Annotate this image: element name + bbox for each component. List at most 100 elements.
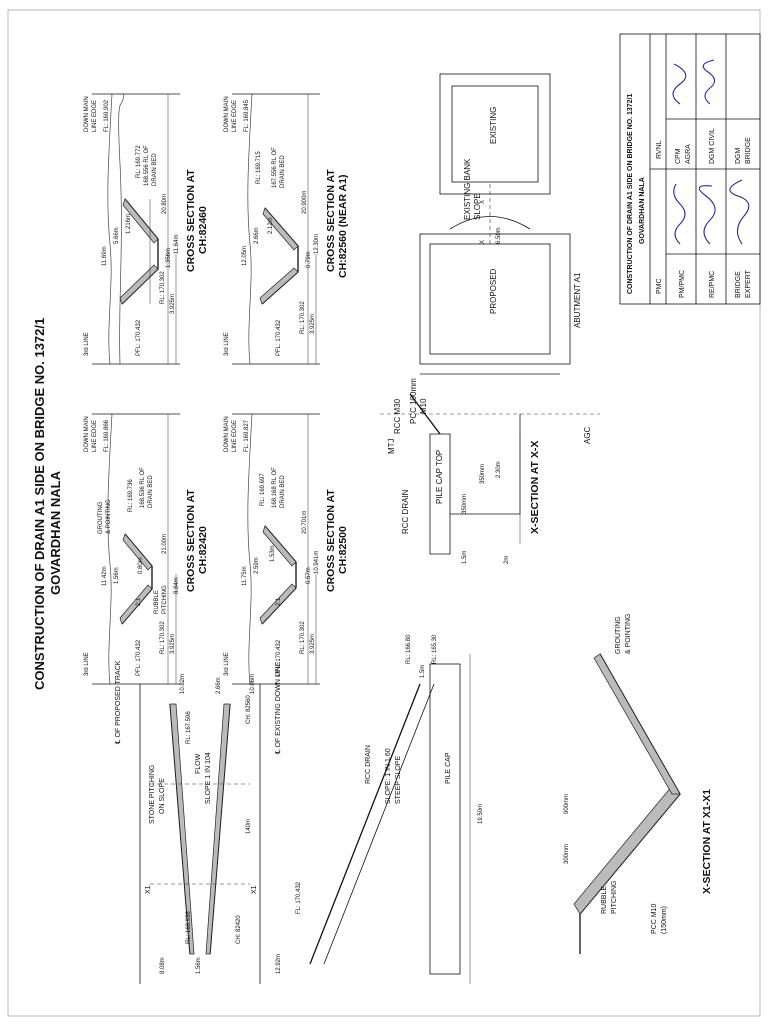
label-line-edge: LINE EDGE: [232, 100, 238, 132]
section-title: X-SECTION AT X-X: [529, 441, 541, 534]
marker-x1-top: X1: [145, 885, 152, 894]
dim-079: 0.79m: [306, 251, 312, 268]
dim-153: 1.53m: [270, 545, 276, 562]
dim-20900: 20.900m: [302, 191, 308, 214]
label-slope: SLOPE: [473, 193, 482, 220]
dim-212: 2.12m: [268, 217, 274, 234]
label-pile-cap-top: PILE CAP TOP: [435, 450, 444, 504]
dim-350b: 350mm: [480, 464, 486, 484]
dim-15: 1.5m: [462, 551, 468, 564]
label-down-main: DOWN MAIN: [84, 96, 90, 132]
label-pointing: & POINTING: [625, 614, 632, 654]
label-fl: FL: 169.866: [104, 419, 110, 452]
label-rl-left: RL: 170.302: [160, 271, 166, 304]
dim-266: 2.66m: [254, 227, 260, 244]
dim-266: 2.66m: [216, 677, 222, 694]
label-drain-bed-rl: 168.536 RL OF: [140, 467, 146, 508]
label-proposed: PROPOSED: [489, 268, 498, 314]
dim-1082: 10.82m: [180, 674, 186, 694]
dim-10941: 10.941m: [314, 551, 320, 574]
dim-1142: 11.42m: [102, 566, 108, 586]
dim-156: 1.56m: [114, 567, 120, 584]
section-title-2: CH:82460: [197, 206, 209, 254]
dim-300: 300mm: [564, 844, 570, 864]
label-down-main: DOWN MAIN: [224, 96, 230, 132]
row-bridge: BRIDGE: [735, 271, 742, 298]
label-slope-ratio: SLOPE 1 IN 104: [205, 752, 212, 804]
label-cl-existing: ℄ OF EXISTING DOWN LINE: [275, 661, 282, 755]
label-rl-top: RL: 169.715: [256, 151, 262, 184]
dim-566: 5.66m: [114, 227, 120, 244]
dim-1169: 11.69m: [102, 246, 108, 266]
dim-20701: 20.701m: [302, 511, 308, 534]
marker-x-2: X: [480, 200, 486, 204]
row-expert: EXPERT: [745, 269, 752, 298]
label-3rd-line: 3rd LINE: [224, 652, 230, 676]
label-rl-16680: RL: 166.80: [406, 634, 412, 664]
dim-15: 1.5m: [420, 665, 426, 678]
label-rl-167596: RL: 167.596: [186, 711, 192, 744]
label-ch-82420: CH: 82420: [236, 915, 242, 944]
main-title: CONSTRUCTION OF DRAIN A1 SIDE ON BRIDGE …: [32, 318, 63, 690]
row-re-pmc: RE/PMC: [709, 271, 716, 298]
label-rcc-m30: RCC M30: [393, 398, 402, 434]
signoff-table: CONSTRUCTION OF DRAIN A1 SIDE ON BRIDGE …: [619, 33, 761, 305]
label-down-main: DOWN MAIN: [224, 416, 230, 452]
label-rcc-drain: RCC DRAIN: [365, 745, 372, 784]
label-line-edge: LINE EDGE: [232, 420, 238, 452]
label-drain-bed: DRAIN BED: [152, 153, 158, 186]
label-rl-left: RL: 170.302: [160, 621, 166, 654]
dim-2100: 21.00m: [162, 534, 168, 554]
dim-057: 0.57m: [306, 567, 312, 584]
x-section-x1: GROUTING & POINTING 900mm 300mm RUBBLE P…: [564, 614, 713, 954]
label-grouting: GROUTING: [615, 616, 622, 654]
label-fl: FL: 169.845: [244, 99, 250, 132]
dim-1356: 1.356m: [166, 248, 172, 268]
section-title-1: CROSS SECTION AT: [325, 489, 337, 592]
dim-1216: 1.216m: [126, 214, 132, 234]
label-agc: AGC: [583, 426, 592, 444]
label-pfl: PFL: 170.432: [136, 639, 142, 676]
label-existing: EXISTING: [489, 107, 498, 144]
dim-140m: 140m: [246, 819, 252, 834]
label-pfl: PFL: 170.432: [276, 639, 282, 676]
label-pitching: PITCHING: [611, 881, 618, 914]
label-rl-top: RL: 169.772: [136, 145, 142, 178]
row-agra: AGRA: [685, 144, 692, 164]
signature-cpm: [672, 63, 687, 105]
label-drain-bed-rl: 168.556 RL OF: [144, 145, 150, 186]
rotated-content: 3rd LINE PFL: 170.432 DOWN MAIN LINE EDG…: [84, 33, 761, 984]
label-abutment-a1: ABUTMENT A1: [573, 272, 582, 328]
row-cpm: CPM: [675, 148, 682, 164]
label-ch-82560: CH: 82560: [246, 695, 252, 724]
label-pile-cap: PILE CAP: [445, 752, 452, 784]
marker-x1-bottom: X1: [251, 885, 258, 894]
signature-pm-pmc: [673, 183, 686, 245]
dim-900: 900mm: [564, 794, 570, 814]
signature-bridge-expert: [729, 179, 750, 245]
signoff-subject: GOVARDHAN NALA: [639, 177, 646, 244]
label-rl-168936: RL: 168.936: [186, 911, 192, 944]
label-rubble: RUBBLE: [601, 886, 608, 914]
label-mtj: MTJ: [387, 438, 396, 454]
label-on-slope: ON SLOPE: [159, 778, 166, 814]
label-drain-bed: DRAIN BED: [280, 475, 286, 508]
section-title-2: CH:82500: [337, 526, 349, 574]
label-3rd-line: 3rd LINE: [224, 332, 230, 356]
slope-ratio: 2:1: [136, 597, 142, 606]
label-fl-170432: FL: 170.432: [296, 881, 302, 914]
dim-230: 2.30m: [496, 461, 502, 478]
label-rubble: RUBBLE: [154, 590, 160, 614]
dim-3925: 3.925m: [170, 634, 176, 654]
x-section-xx: RCC DRAIN RCC M30 PCC 100mm M10 PILE CAP…: [393, 378, 541, 564]
label-rl-16530: RL: 165.30: [432, 634, 438, 664]
section-title-1: CROSS SECTION AT: [325, 169, 337, 272]
label-slope: SLOPE: 1 IN 1.60: [385, 748, 392, 804]
label-fl: FL: 169.827: [244, 419, 250, 452]
label-pcc: PCC M10: [651, 904, 658, 934]
sheet-border: [7, 9, 761, 1017]
dim-156: 1.56m: [196, 957, 202, 974]
row-pm-pmc: PM/PMC: [679, 270, 686, 298]
label-fl: FL: 169.902: [104, 99, 110, 132]
dim-884: 8.84m: [174, 577, 180, 594]
